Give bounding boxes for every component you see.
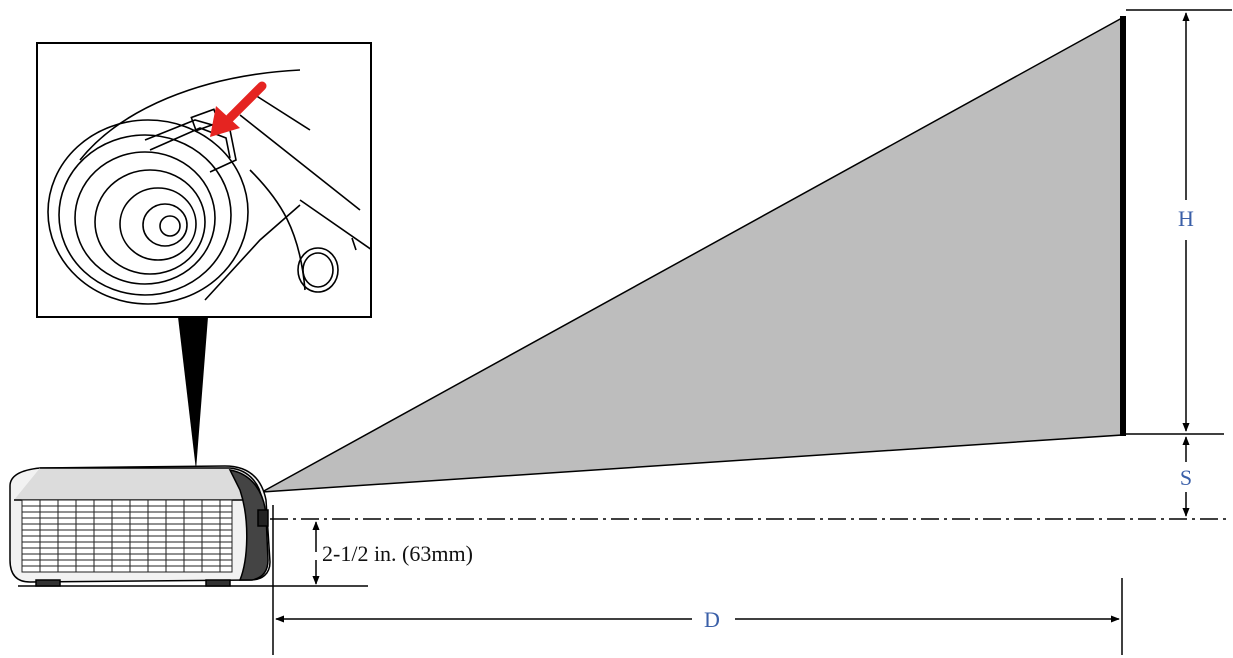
lens-height-label: 2-1/2 in. (63mm)	[322, 541, 473, 566]
projector-side-view	[9, 465, 271, 587]
vent-grille	[21, 499, 233, 573]
callout-pointer	[178, 317, 208, 470]
projection-beam	[261, 16, 1123, 493]
zoom-inset	[36, 42, 372, 318]
red-arrow-icon	[210, 81, 267, 137]
distance-label: D	[704, 607, 720, 632]
height-label: H	[1178, 206, 1194, 231]
offset-label: S	[1180, 465, 1192, 490]
